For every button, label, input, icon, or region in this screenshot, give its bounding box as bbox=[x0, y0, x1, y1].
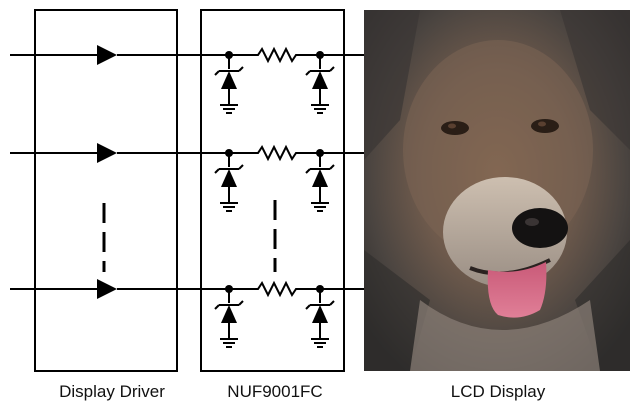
buffer-arrow-1 bbox=[97, 45, 117, 65]
channel-3 bbox=[10, 279, 364, 348]
channel-1 bbox=[10, 45, 364, 114]
tvs-diode bbox=[214, 54, 244, 114]
tvs-diode bbox=[214, 288, 244, 348]
nuf9001fc-caption: NUF9001FC bbox=[227, 382, 323, 401]
resistor-3 bbox=[251, 282, 299, 296]
buffer-arrow-2 bbox=[97, 143, 117, 163]
display-driver-box bbox=[34, 9, 178, 372]
resistor-1 bbox=[251, 48, 299, 62]
channel-2 bbox=[10, 143, 364, 212]
buffer-arrow-3 bbox=[97, 279, 117, 299]
tvs-diode bbox=[305, 54, 335, 114]
lcd-display-photo bbox=[364, 10, 630, 371]
tvs-diode bbox=[305, 152, 335, 212]
tvs-diode bbox=[214, 152, 244, 212]
display-driver-caption: Display Driver bbox=[59, 382, 165, 401]
tvs-diode bbox=[305, 288, 335, 348]
nuf9001fc-box bbox=[200, 9, 345, 372]
resistor-2 bbox=[251, 146, 299, 160]
lcd-display-caption: LCD Display bbox=[450, 382, 546, 401]
